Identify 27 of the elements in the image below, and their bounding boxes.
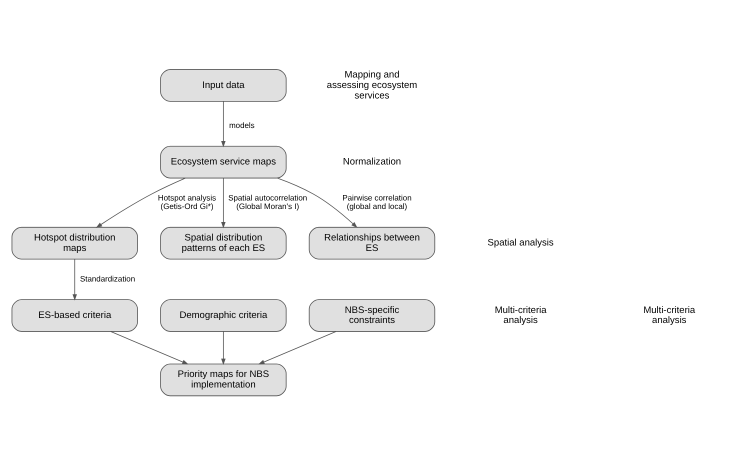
arrow bbox=[72, 258, 77, 300]
arrow bbox=[258, 330, 336, 364]
edge-label: Hotspot analysis (Getis-Ord Gi*) bbox=[158, 192, 216, 211]
node-box: Hotspot distribution maps bbox=[12, 226, 138, 260]
node-box: Priority maps for NBS implementation bbox=[160, 363, 287, 396]
label: Multi-criteria analysis bbox=[494, 304, 547, 326]
node-box: Ecosystem service maps bbox=[160, 145, 287, 178]
arrow bbox=[221, 100, 226, 147]
label: Spatial analysis bbox=[488, 237, 554, 248]
node-box: Spatial distribution patterns of each ES bbox=[160, 226, 287, 260]
arrow bbox=[110, 330, 189, 364]
node-box: Relationships between ES bbox=[308, 226, 436, 260]
label: Normalization bbox=[342, 156, 402, 168]
node-box: Demographic criteria bbox=[160, 298, 287, 332]
edge-label: Standardization bbox=[80, 274, 136, 283]
edge-label: Spatial autocorrelation (Global Moran's I) bbox=[228, 192, 308, 211]
arrow bbox=[277, 177, 358, 228]
node-box: NBS-specific constraints bbox=[308, 298, 436, 332]
arrow bbox=[96, 177, 186, 228]
node-box: Input data bbox=[160, 68, 287, 102]
arrow bbox=[221, 177, 226, 228]
arrow bbox=[221, 330, 226, 365]
label: Multi-criteria analysis bbox=[643, 304, 696, 326]
edge-label: models bbox=[229, 120, 255, 130]
label: Mapping and assessing ecosystem services bbox=[326, 69, 418, 101]
node-box: ES-based criteria bbox=[12, 298, 138, 332]
edge-label: Pairwise correlation (global and local) bbox=[342, 192, 412, 211]
